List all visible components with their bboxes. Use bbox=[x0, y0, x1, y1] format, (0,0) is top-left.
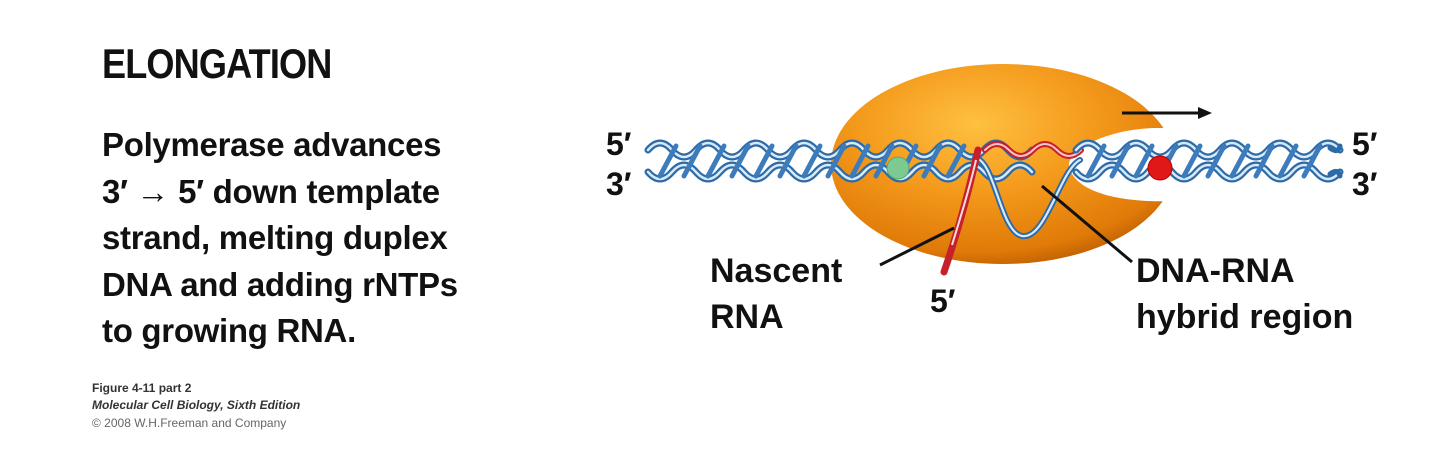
right-5prime-label: 5′ bbox=[1352, 126, 1378, 162]
hybrid-region-label: DNA-RNA bbox=[1136, 252, 1295, 290]
figure-credit: Figure 4-11 part 2 Molecular Cell Biolog… bbox=[92, 380, 300, 432]
description-line: DNA and adding rNTPs bbox=[102, 265, 458, 303]
nascent-rna-leader-line bbox=[879, 226, 955, 267]
copyright: © 2008 W.H.Freeman and Company bbox=[92, 416, 287, 430]
section-heading: ELONGATION bbox=[102, 40, 332, 87]
green-marker-dot bbox=[886, 156, 910, 180]
description-line: 3′ → 5′ down template bbox=[102, 172, 440, 210]
description-line: Polymerase advances bbox=[102, 126, 442, 163]
transcription-bubble bbox=[972, 141, 1084, 239]
hybrid-region-label-2: hybrid region bbox=[1136, 298, 1353, 336]
nascent-rna-label-2: RNA bbox=[710, 298, 784, 336]
rna-polymerase bbox=[831, 64, 1175, 264]
rna-5prime-label: 5′ bbox=[930, 283, 956, 319]
figure-number: Figure 4-11 part 2 bbox=[92, 381, 192, 395]
description-line: strand, melting duplex bbox=[102, 219, 448, 256]
nascent-rna-strand bbox=[940, 146, 982, 276]
book-title: Molecular Cell Biology, Sixth Edition bbox=[92, 398, 301, 412]
left-3prime-label: 3′ bbox=[606, 166, 632, 202]
red-marker-dot bbox=[1147, 155, 1173, 181]
left-5prime-label: 5′ bbox=[606, 126, 632, 162]
dna-double-helix bbox=[644, 139, 1036, 183]
description-line: to growing RNA. bbox=[102, 312, 356, 349]
right-3prime-label: 3′ bbox=[1352, 166, 1378, 202]
hybrid-leader-line bbox=[1041, 184, 1133, 264]
dna-double-helix-downstream bbox=[1072, 139, 1344, 183]
right-arrow-icon bbox=[1122, 107, 1212, 119]
description-text: Polymerase advances 3′ → 5′ down templat… bbox=[102, 122, 562, 355]
nascent-rna-label: Nascent bbox=[710, 252, 842, 290]
